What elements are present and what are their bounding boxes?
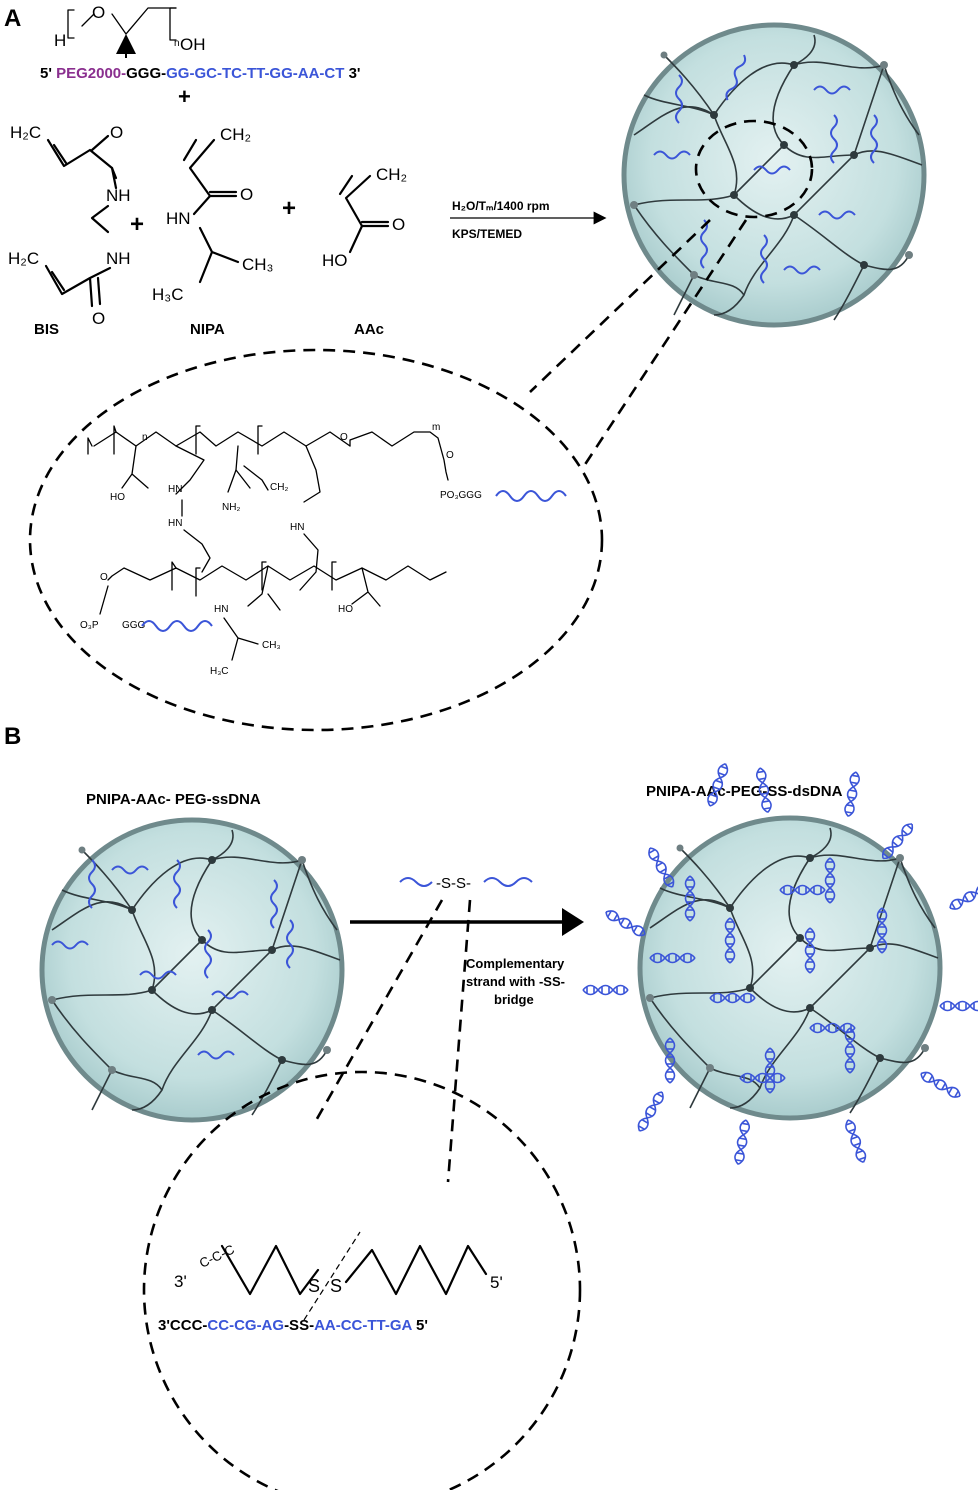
zoom-sequence: 3'CCC-CC-CG-AG-SS-AA-CC-TT-GA 5'	[158, 1317, 428, 1334]
zoom-seq-mid: -SS-	[284, 1317, 314, 1334]
microgel-ssdna	[42, 820, 342, 1120]
zoom-s2: S	[330, 1276, 342, 1296]
zoom-5prime: 5'	[490, 1273, 503, 1292]
aac-ch2: CH₂	[376, 165, 407, 184]
aac-structure: CH₂ O HO AAc	[322, 165, 407, 338]
zoom-ch3: CH₃	[262, 640, 281, 651]
panel-a-label: A	[4, 5, 21, 32]
plus-sign-3: +	[282, 195, 296, 222]
seq-dna: GG-GC-TC-TT-GG-AA-CT	[166, 65, 344, 82]
right-microgel-title: PNIPA-AAc-PEG-SS-dsDNA	[646, 783, 843, 800]
zoom-ch2: CH₂	[270, 482, 288, 493]
seq-suffix: 3'	[344, 65, 360, 82]
zoom-h3c: H₃C	[210, 666, 229, 677]
aac-o: O	[392, 215, 405, 234]
complementary-line-3: bridge	[494, 992, 534, 1007]
zoom-ccc: C-C-C	[197, 1242, 237, 1271]
complementary-line-1: Complementary	[466, 956, 565, 971]
peg-h: H	[54, 31, 66, 50]
zoom-seq-prefix: 3'CCC-	[158, 1317, 207, 1334]
plus-sign-2: +	[130, 211, 144, 238]
peg-sequence: 5' PEG2000-GGG-GG-GC-TC-TT-GG-AA-CT 3'	[40, 65, 361, 82]
zoom-circle-b	[142, 1070, 582, 1490]
seq-ggg: GGG-	[126, 65, 166, 82]
zoom-hn-b: HN	[168, 518, 182, 529]
bis-structure: H₂C O NH NH H₂C O BIS	[8, 123, 131, 338]
zoom-3prime: 3'	[174, 1272, 187, 1291]
zoom-seq-blue-2: AA-CC-TT-GA	[314, 1317, 412, 1334]
peg-o: O	[92, 3, 105, 22]
zoom-line-a1	[529, 219, 711, 393]
zoom-hn-c: HN	[290, 522, 304, 533]
zoom-hn-d: HN	[214, 604, 228, 615]
bis-o-bottom: O	[92, 309, 105, 328]
nipa-ch3: CH₃	[242, 255, 273, 274]
zoom-s1: S	[308, 1276, 320, 1296]
bis-o-top: O	[110, 123, 123, 142]
peg-n: n	[174, 38, 180, 49]
seq-prefix: 5'	[40, 65, 56, 82]
nipa-structure: CH₂ O HN CH₃ H₃C NIPA	[152, 125, 273, 338]
zoom-ggg: GGG	[122, 620, 146, 631]
zoom-seq-blue-1: CC-CG-AG	[207, 1317, 284, 1334]
bis-nh-bottom: NH	[106, 249, 131, 268]
left-microgel-title: PNIPA-AAc- PEG-ssDNA	[86, 791, 261, 808]
zoom-o3p: O₃P	[80, 620, 99, 631]
conditions-line-2: KPS/TEMED	[452, 227, 522, 241]
zoom-hn-a: HN	[168, 484, 182, 495]
nipa-h3c: H₃C	[152, 285, 183, 304]
zoom-line-b2	[446, 899, 472, 1183]
reaction-arrow: H₂O/Tₘ/1400 rpm KPS/TEMED	[450, 199, 607, 241]
microgel-a	[624, 25, 924, 325]
zoom-po3ggg: PO₃GGG	[440, 490, 482, 501]
zoom-o-left: O	[100, 572, 108, 583]
linker-label: -S-S-	[436, 875, 471, 892]
zoom-line-b1	[312, 899, 444, 1125]
disulfide-structure: 3' C-C-C S S 5'	[174, 1231, 503, 1321]
seq-peg: PEG2000-	[56, 65, 126, 82]
microgel-dsdna	[582, 761, 978, 1166]
bis-nh-top: NH	[106, 186, 131, 205]
bis-h2c-bottom: H₂C	[8, 249, 39, 268]
zoom-ho-2: HO	[338, 604, 353, 615]
nipa-o: O	[240, 185, 253, 204]
zoom-n: n	[142, 432, 148, 443]
bis-h2c-top: H₂C	[10, 123, 41, 142]
peg-oh: OH	[180, 35, 206, 54]
aac-label: AAc	[354, 321, 384, 338]
aac-ho: HO	[322, 251, 348, 270]
zoom-seq-suffix: 5'	[412, 1317, 428, 1334]
zoom-structure: HO HN HN CH₂ NH₂ HN O m O PO₃GGG n O O₃P…	[80, 422, 567, 677]
disulfide-linker: -S-S-	[399, 875, 533, 892]
zoom-o-link-2: O	[446, 450, 454, 461]
zoom-line-a2	[582, 219, 748, 467]
zoom-m: m	[432, 422, 440, 433]
peg-structure: H O n OH	[54, 3, 206, 58]
panel-b-label: B	[4, 723, 21, 750]
nipa-ch2: CH₂	[220, 125, 251, 144]
zoom-o-link: O	[340, 432, 348, 443]
complementary-line-2: strand with -SS-	[466, 974, 565, 989]
bis-label: BIS	[34, 321, 59, 338]
zoom-ellipse-a	[28, 348, 604, 732]
zoom-nh2: NH₂	[222, 502, 240, 513]
zoom-ho-1: HO	[110, 492, 125, 503]
plus-sign-1: +	[178, 84, 191, 109]
conditions-line-1: H₂O/Tₘ/1400 rpm	[452, 199, 550, 213]
nipa-hn: HN	[166, 209, 191, 228]
nipa-label: NIPA	[190, 321, 225, 338]
transform-arrowhead	[562, 908, 584, 936]
